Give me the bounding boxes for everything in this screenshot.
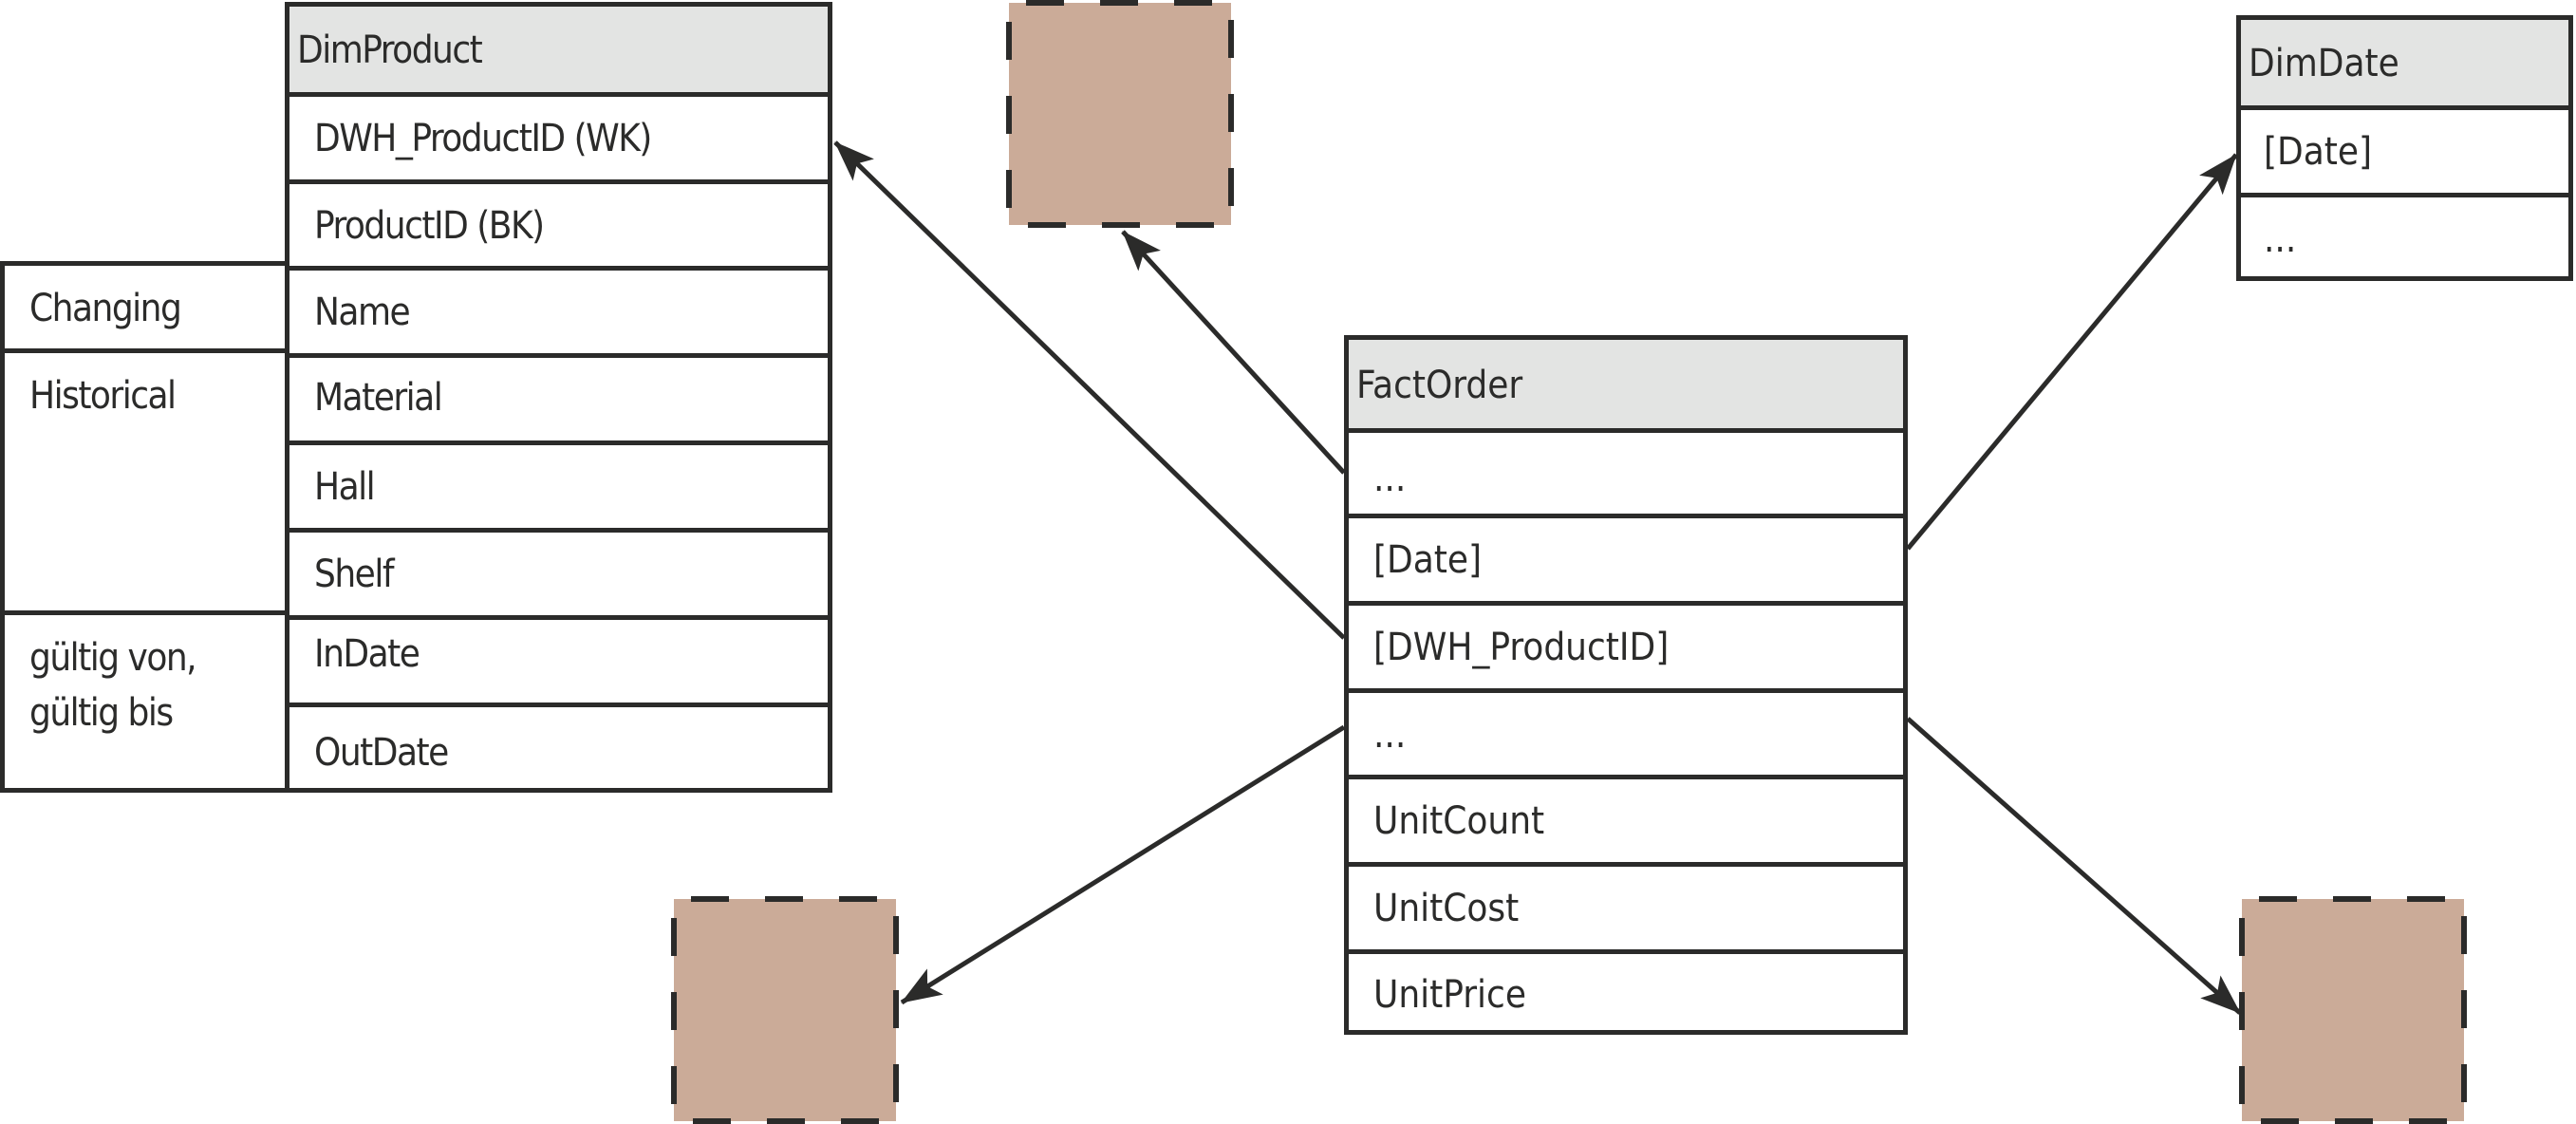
column-hall[interactable]: Hall (289, 440, 828, 528)
group-label-historical: Historical (29, 374, 177, 418)
column-date[interactable]: [Date] (1349, 514, 1903, 601)
placeholder-box-bottom-right[interactable] (2239, 896, 2467, 1124)
dim-date-table[interactable]: DimDate [Date] ... (2236, 15, 2573, 281)
column-ellipsis-2[interactable]: ... (1349, 688, 1903, 776)
relation-arrow-top-placeholder (1121, 230, 1346, 475)
column-indate[interactable]: InDate (289, 615, 828, 702)
column-dwh-productid-fk[interactable]: [DWH_ProductID] (1349, 601, 1903, 688)
dim-product-header: DimProduct (289, 7, 828, 94)
column-productid[interactable]: ProductID (BK) (289, 179, 828, 267)
dim-product-table[interactable]: DimProduct DWH_ProductID (WK) ProductID … (285, 2, 832, 793)
relation-arrow-date (1906, 153, 2238, 551)
relation-arrow-bottom-right-placeholder (1906, 717, 2242, 1015)
column-unitcount[interactable]: UnitCount (1349, 775, 1903, 862)
column-unitcost[interactable]: UnitCost (1349, 862, 1903, 949)
group-label-validity-from: gültig von, (29, 636, 197, 680)
column-ellipsis-1[interactable]: ... (1349, 428, 1903, 514)
column-shelf[interactable]: Shelf (289, 528, 828, 615)
column-date-key[interactable]: [Date] (2241, 105, 2568, 193)
fact-order-table[interactable]: FactOrder ... [Date] [DWH_ProductID] ...… (1344, 335, 1908, 1035)
dim-date-header: DimDate (2241, 20, 2568, 107)
group-divider (5, 610, 285, 615)
group-label-validity-to: gültig bis (29, 691, 174, 735)
group-label-changing: Changing (29, 287, 182, 330)
relation-arrow-bottom-left-placeholder (900, 724, 1346, 1005)
column-outdate[interactable]: OutDate (289, 702, 828, 793)
column-ellipsis[interactable]: ... (2241, 193, 2568, 281)
column-unitprice[interactable]: UnitPrice (1349, 949, 1903, 1035)
placeholder-box-bottom-left[interactable] (671, 896, 899, 1124)
column-material[interactable]: Material (289, 353, 828, 440)
scd-type-label-column: Changing Historical gültig von, gültig b… (0, 261, 289, 793)
placeholder-box-top[interactable] (1006, 0, 1234, 228)
relation-arrow-productid (833, 140, 1346, 640)
column-name[interactable]: Name (289, 266, 828, 353)
fact-order-header: FactOrder (1349, 340, 1903, 430)
group-divider (5, 348, 285, 353)
column-dwh-productid[interactable]: DWH_ProductID (WK) (289, 92, 828, 179)
